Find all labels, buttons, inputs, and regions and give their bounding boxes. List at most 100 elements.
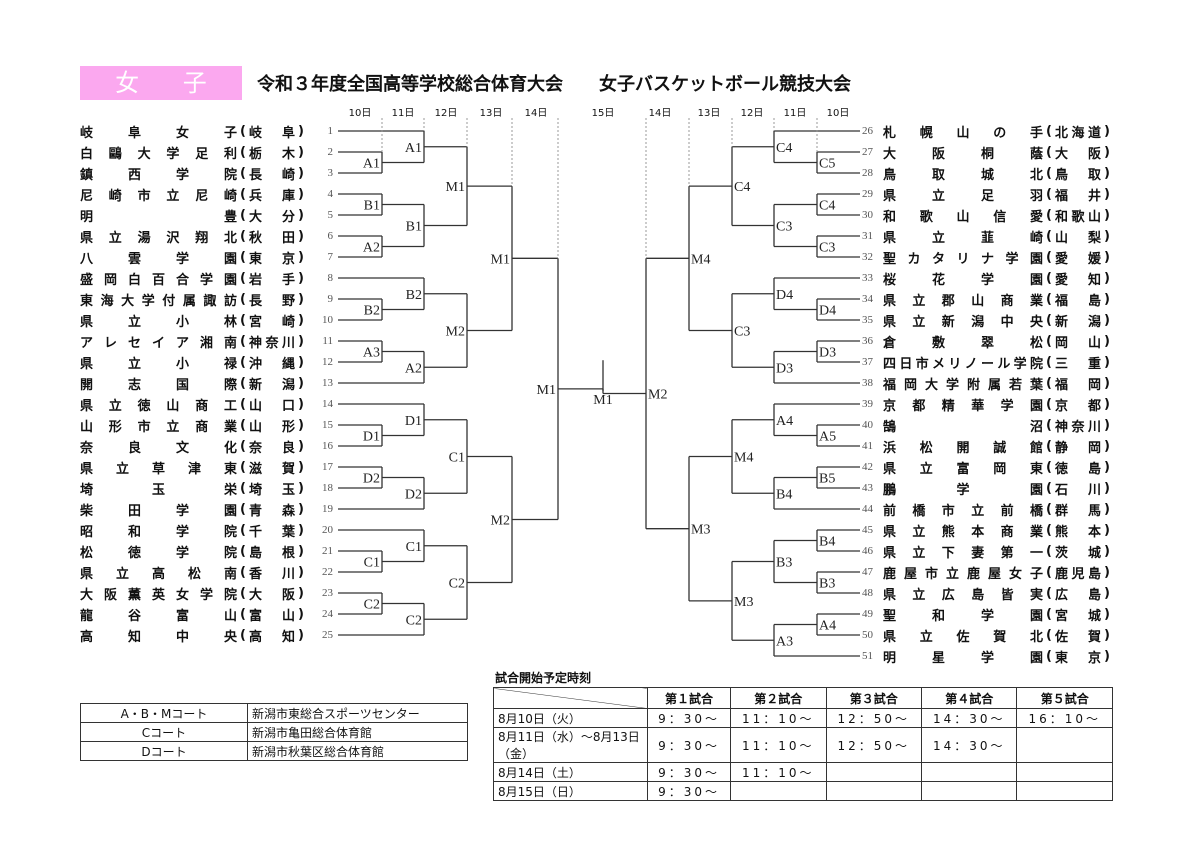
- paren-close: ): [298, 123, 304, 139]
- team-row: 柴田学園(青森)19: [80, 499, 333, 520]
- venue-name: 新潟市亀田総合体育館: [247, 722, 468, 742]
- paren-close: ): [1104, 228, 1110, 244]
- match-label: D2: [405, 487, 422, 502]
- team-name: 鹿屋市立鹿屋女子: [883, 566, 1043, 582]
- paren-open: (: [240, 312, 246, 328]
- paren-open: (: [1046, 564, 1052, 580]
- seed-number: 23: [322, 587, 333, 599]
- paren-open: (: [1046, 648, 1052, 664]
- paren-close: ): [1104, 375, 1110, 391]
- match-label: C3: [776, 220, 792, 235]
- seed-number: 26: [862, 125, 873, 137]
- team-name: 聖カタリナ学園: [883, 251, 1043, 267]
- paren-open: (: [1046, 312, 1052, 328]
- team-prefecture: 富山: [249, 608, 295, 624]
- team-row: 松徳学院(島根)21: [80, 541, 333, 562]
- seed-number: 20: [322, 524, 333, 536]
- paren-open: (: [240, 123, 246, 139]
- team-name: 京都精華学園: [883, 398, 1043, 414]
- schedule-title: 試合開始予定時刻: [495, 671, 592, 685]
- paren-open: (: [240, 585, 246, 601]
- team-name: 前橋市立前橋: [883, 503, 1043, 519]
- paren-close: ): [1104, 438, 1110, 454]
- paren-close: ): [298, 375, 304, 391]
- start-time: [1016, 781, 1113, 801]
- match-label: A5: [819, 430, 836, 445]
- start-time: 11：10～: [730, 762, 827, 782]
- team-prefecture: 静岡: [1055, 440, 1101, 456]
- paren-open: (: [240, 543, 246, 559]
- category-badge: 女 子: [80, 66, 242, 100]
- team-prefecture: 広島: [1055, 587, 1101, 603]
- paren-close: ): [298, 396, 304, 412]
- paren-open: (: [1046, 375, 1052, 391]
- paren-open: (: [240, 270, 246, 286]
- day-label-left: 10日: [348, 108, 372, 119]
- paren-close: ): [1104, 606, 1110, 622]
- match-label: A2: [363, 241, 380, 256]
- team-prefecture: 大阪: [1055, 146, 1101, 162]
- team-prefecture: 鳥取: [1055, 167, 1101, 183]
- paren-open: (: [240, 228, 246, 244]
- start-time: 9：30～: [646, 781, 732, 801]
- team-row: 県立草津東(滋賀)17: [80, 457, 333, 478]
- seed-number: 5: [327, 209, 334, 221]
- team-prefecture: 宮崎: [249, 314, 295, 330]
- team-row: 山形市立商業(山形)15: [80, 415, 333, 436]
- team-prefecture: 長崎: [249, 167, 295, 183]
- match-label: C4: [734, 180, 750, 195]
- team-prefecture: 栃木: [249, 146, 295, 162]
- match-label: M1: [491, 252, 510, 267]
- team-row: 鎮西学院(長崎)3: [80, 163, 333, 184]
- match-label: C1: [406, 540, 422, 555]
- match-label: D1: [363, 430, 380, 445]
- paren-open: (: [1046, 459, 1052, 475]
- team-prefecture: 東京: [1055, 650, 1101, 666]
- seed-number: 48: [862, 587, 873, 599]
- schedule-date: 8月10日（火）: [493, 708, 648, 728]
- team-name: 明星学園: [883, 650, 1043, 666]
- start-time: 12：50～: [825, 708, 923, 728]
- team-prefecture: 愛媛: [1055, 251, 1101, 267]
- paren-close: ): [298, 438, 304, 454]
- paren-open: (: [240, 396, 246, 412]
- team-prefecture: 福井: [1055, 188, 1101, 204]
- paren-open: (: [1046, 438, 1052, 454]
- match-label: M2: [491, 514, 510, 529]
- team-prefecture: 高知: [249, 629, 295, 645]
- paren-open: (: [1046, 291, 1052, 307]
- paren-open: (: [240, 291, 246, 307]
- venue-name: 新潟市秋葉区総合体育館: [247, 741, 468, 761]
- team-name: 東海大学付属諏訪: [80, 293, 237, 309]
- paren-close: ): [1104, 480, 1110, 496]
- day-label-left: 11日: [391, 108, 415, 119]
- start-time: [825, 762, 923, 782]
- paren-open: (: [1046, 417, 1052, 433]
- start-time: [1016, 762, 1113, 782]
- team-name: 聖和学園: [883, 608, 1043, 624]
- start-time: [920, 762, 1018, 782]
- team-name: 県立広島皆実: [883, 587, 1043, 603]
- match-label: A1: [363, 157, 380, 172]
- team-row: 県立湯沢翔北(秋田)6: [80, 226, 333, 247]
- paren-open: (: [240, 165, 246, 181]
- team-name: 大阪薫英女学院: [80, 587, 237, 603]
- team-prefecture: 兵庫: [249, 188, 295, 204]
- paren-open: (: [1046, 228, 1052, 244]
- seed-number: 36: [862, 335, 873, 347]
- start-time: 11：10～: [730, 708, 827, 728]
- match-label: C2: [406, 613, 422, 628]
- team-prefecture: 長野: [249, 293, 295, 309]
- team-name: 桜花学園: [883, 272, 1043, 288]
- team-name: 龍谷富山: [80, 608, 237, 624]
- paren-open: (: [240, 249, 246, 265]
- paren-close: ): [1104, 270, 1110, 286]
- match-label: B1: [364, 199, 380, 214]
- paren-close: ): [298, 165, 304, 181]
